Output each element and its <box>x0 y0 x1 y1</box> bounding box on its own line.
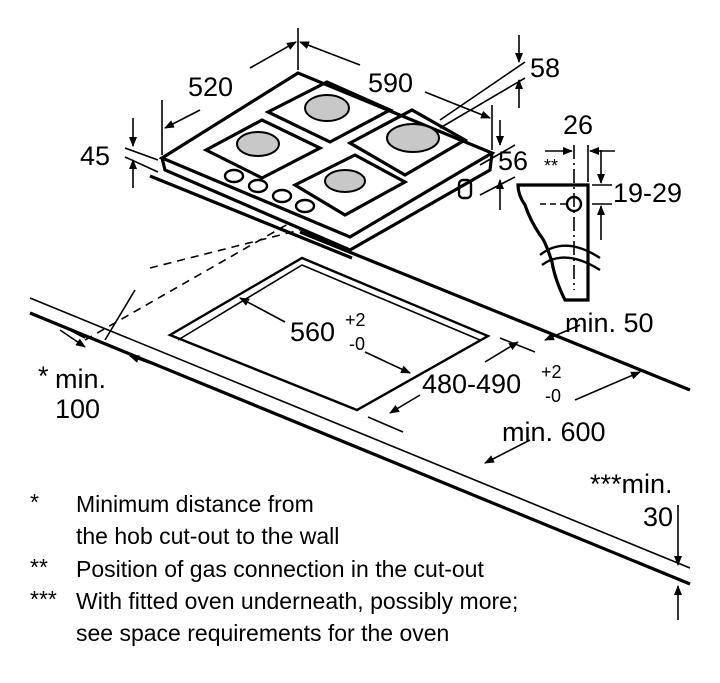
dim-gas-offset-top: 58 <box>530 53 560 83</box>
dim-hob-depth: 520 <box>188 72 233 102</box>
dim-cutout-width: 560 <box>290 317 335 347</box>
countertop <box>29 223 691 586</box>
dim-min-thickness-label: ***min. <box>590 469 673 499</box>
dim-gas-x: 26 <box>563 110 593 140</box>
gas-connector <box>457 178 473 200</box>
dim-min-wall-label: min. <box>55 364 106 394</box>
gas-connection-marker: ** <box>544 156 558 176</box>
note-1-line-1: Minimum distance from <box>76 491 314 517</box>
hob <box>149 71 496 260</box>
note-1-marker: * <box>30 489 39 515</box>
dim-hob-width: 590 <box>368 68 413 98</box>
cutout <box>167 256 491 412</box>
burner-front <box>291 153 409 217</box>
dim-cutout-depth: 480-490 <box>422 369 521 399</box>
dim-gas-y: 19-29 <box>613 178 682 208</box>
dim-min-wall-star: * <box>38 361 49 391</box>
dim-min-back: min. 50 <box>565 308 654 338</box>
note-1-line-2: the hob cut-out to the wall <box>76 523 339 549</box>
note-3-marker: *** <box>30 586 57 612</box>
note-3-line-1: With fitted oven underneath, possibly mo… <box>76 588 518 614</box>
hob-dimension-lines <box>124 28 526 210</box>
dim-min-thickness-value: 30 <box>643 502 673 532</box>
burner-back <box>264 80 394 144</box>
dim-gas-offset-side: 56 <box>498 146 528 176</box>
control-knobs <box>223 168 316 214</box>
cutout-dimension-lines <box>59 289 682 620</box>
footnotes: * Minimum distance from the hob cut-out … <box>30 489 518 646</box>
dim-min-counter-depth: min. 600 <box>502 417 606 447</box>
dim-min-wall-value: 100 <box>55 394 100 424</box>
note-2-line-1: Position of gas connection in the cut-ou… <box>76 556 484 582</box>
burner-left <box>202 118 324 180</box>
dim-hob-height: 45 <box>80 141 110 171</box>
note-3-line-2: see space requirements for the oven <box>76 620 449 646</box>
dim-cutout-width-tol-plus: +2 <box>345 310 366 330</box>
gas-connection-detail <box>516 145 615 302</box>
note-2-marker: ** <box>30 554 48 580</box>
dim-cutout-depth-tol-minus: -0 <box>545 386 561 406</box>
dim-cutout-depth-tol-plus: +2 <box>541 362 562 382</box>
dim-cutout-width-tol-minus: -0 <box>349 334 365 354</box>
burner-right <box>346 108 469 177</box>
